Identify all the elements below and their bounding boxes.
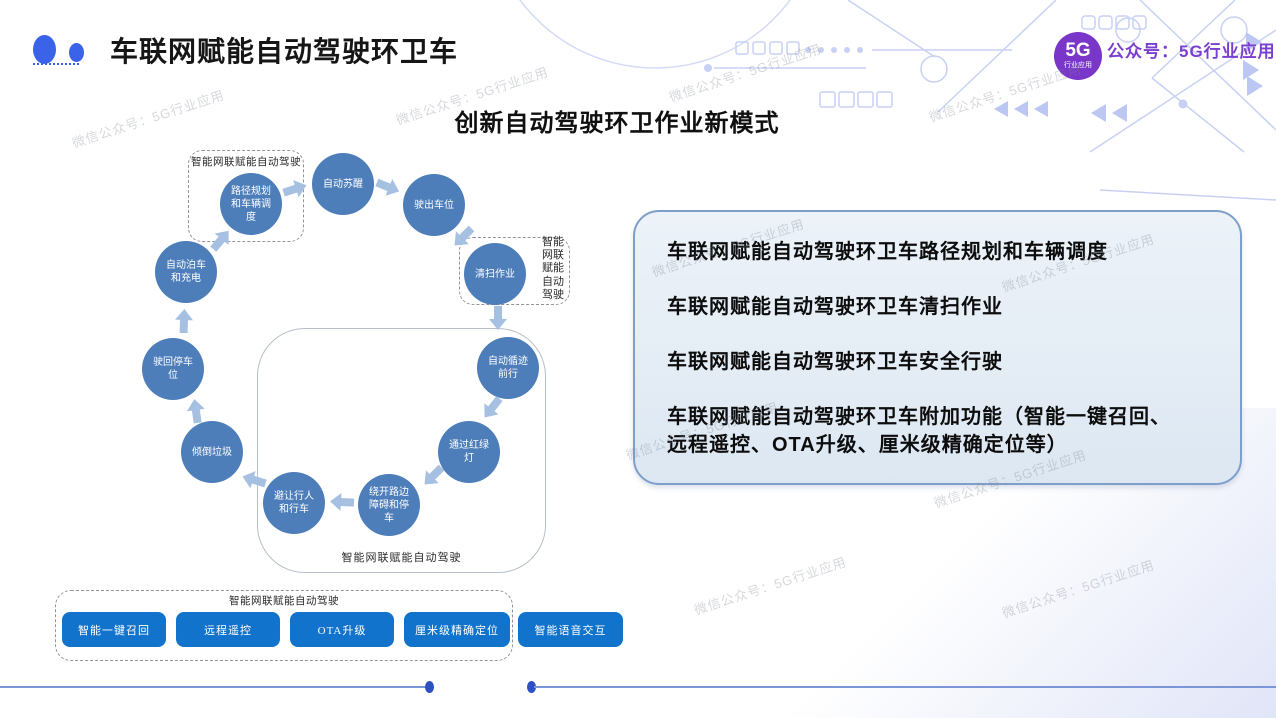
flow-arrow — [373, 174, 403, 200]
drive-group-box: 智能网联赋能自动驾驶 — [257, 328, 546, 573]
footer-dot-right — [527, 681, 536, 693]
footer-dot-left — [425, 681, 434, 693]
node-avoid-obstacles: 绕开路边障碍和停车 — [358, 474, 420, 536]
node-return-parking: 驶回停车位 — [142, 338, 204, 400]
highlight-item: 车联网赋能自动驾驶环卫车路径规划和车辆调度 — [667, 241, 1108, 263]
title-bullet-small — [69, 43, 84, 62]
highlight-item: 车联网赋能自动驾驶环卫车清扫作业 — [667, 296, 1003, 318]
features-group-label: 智能网联赋能自动驾驶 — [229, 596, 339, 607]
feature-button-voice-interaction[interactable]: 智能语音交互 — [518, 612, 623, 647]
flow-arrow — [174, 308, 194, 334]
footer-line-left — [0, 686, 429, 688]
feature-button-cm-positioning[interactable]: 厘米级精确定位 — [404, 612, 510, 647]
5g-logo: 5G 行业应用 — [1054, 32, 1102, 80]
node-auto-park-charge: 自动泊车和充电 — [155, 241, 217, 303]
page-title: 车联网赋能自动驾驶环卫车 — [110, 36, 459, 67]
highlight-item: 车联网赋能自动驾驶环卫车安全行驶 — [667, 351, 1003, 373]
account-label: 公众号：5G行业应用 — [1107, 42, 1276, 61]
sweep-group-label: 智能网联赋能自动驾驶 — [542, 236, 564, 301]
node-leave-parking: 驶出车位 — [403, 174, 465, 236]
5g-logo-text: 5G — [1065, 40, 1091, 61]
feature-button-remote-control[interactable]: 远程遥控 — [176, 612, 280, 647]
highlights-panel: 车联网赋能自动驾驶环卫车路径规划和车辆调度 车联网赋能自动驾驶环卫车清扫作业 车… — [633, 210, 1242, 485]
node-auto-wake: 自动苏醒 — [312, 153, 374, 215]
node-sweeping: 清扫作业 — [464, 243, 526, 305]
flow-arrow — [185, 397, 207, 425]
node-dump-garbage: 倾倒垃圾 — [181, 421, 243, 483]
node-traffic-light: 通过红绿灯 — [438, 421, 500, 483]
node-yield-pedestrians: 避让行人和行车 — [263, 472, 325, 534]
highlight-item: 车联网赋能自动驾驶环卫车附加功能（智能一键召回、远程遥控、OTA升级、厘米级精确… — [667, 406, 1171, 456]
title-bullet-large — [33, 35, 56, 64]
diagram-title: 创新自动驾驶环卫作业新模式 — [454, 110, 780, 137]
feature-button-one-key-recall[interactable]: 智能一键召回 — [62, 612, 166, 647]
planning-group-label: 智能网联赋能自动驾驶 — [191, 157, 301, 168]
footer-line-right — [534, 686, 1276, 688]
features-group-box: 智能网联赋能自动驾驶 — [55, 590, 513, 661]
node-path-planning: 路径规划和车辆调度 — [220, 173, 282, 235]
feature-button-ota-upgrade[interactable]: OTA升级 — [290, 612, 394, 647]
flow-arrow — [489, 306, 507, 330]
5g-logo-subtext: 行业应用 — [1064, 62, 1092, 69]
node-track-following: 自动循迹前行 — [477, 337, 539, 399]
sweep-group-box: 智能网联赋能自动驾驶 — [459, 236, 570, 305]
title-bullet-underline — [33, 63, 79, 65]
drive-group-label: 智能网联赋能自动驾驶 — [341, 552, 462, 564]
